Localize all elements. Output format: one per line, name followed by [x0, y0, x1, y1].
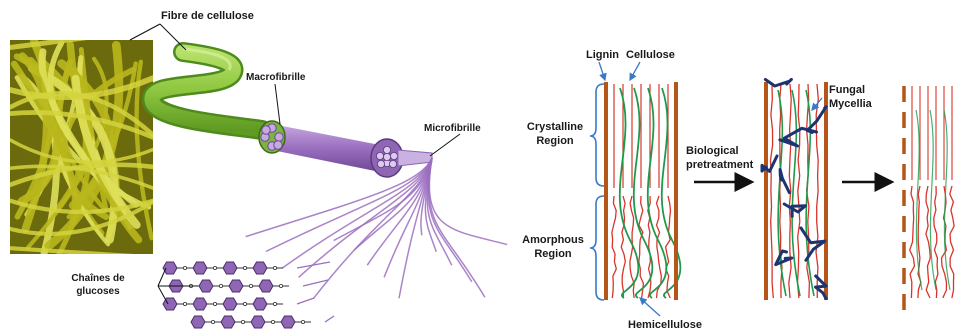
- glucose-chains-label-line2: glucoses: [76, 286, 120, 297]
- left-panel: Fibre de cellulose Macrofibrille Microfi…: [10, 10, 507, 328]
- cellulose-amorphous: [666, 196, 671, 298]
- oxygen-atom: [243, 266, 246, 269]
- microfibril-cross-section: [390, 152, 397, 159]
- glucose-unit: [229, 280, 243, 292]
- fungal-label-line2: Mycellia: [829, 98, 873, 110]
- intact-lignocellulose: [606, 82, 680, 300]
- cellulose-micrograph: [10, 29, 153, 258]
- oxygen-atom: [279, 284, 282, 287]
- fibril-cross-section: [262, 126, 270, 134]
- cellulose-fiber: [152, 49, 262, 130]
- glucose-unit: [253, 298, 267, 310]
- mycelium-hypha: [801, 228, 825, 260]
- region-brackets: [590, 84, 604, 300]
- oxygen-atom: [219, 284, 222, 287]
- fibril-cross-section: [275, 133, 283, 141]
- lignin-label: Lignin: [586, 49, 619, 61]
- macrofibril-label: Macrofibrille: [246, 72, 306, 83]
- oxygen-atom: [249, 284, 252, 287]
- fiber-label: Fibre de cellulose: [161, 10, 254, 22]
- microfibril-cross-section: [383, 146, 390, 153]
- oxygen-atom: [273, 266, 276, 269]
- glucose-unit: [259, 280, 273, 292]
- macrofibril-bundle: [259, 121, 380, 172]
- fibril-strand: [299, 158, 432, 277]
- cellulose-amorphous: [612, 196, 616, 298]
- fibril-cross-section: [274, 141, 282, 149]
- glucose-unit: [193, 262, 207, 274]
- microfibril-cross-section: [376, 152, 383, 159]
- microfibril-label: Microfibrille: [424, 123, 481, 134]
- cellulose-strand: [926, 186, 930, 298]
- glucose-unit: [253, 262, 267, 274]
- glucose-unit: [223, 298, 237, 310]
- right-panel: Lignin Cellulose Crystalline Region Amor…: [522, 49, 954, 331]
- crystalline-label-line2: Region: [536, 135, 574, 147]
- oxygen-atom: [213, 302, 216, 305]
- glucose-unit: [199, 280, 213, 292]
- pretreatment-label-line2: pretreatment: [686, 159, 754, 171]
- cellulose-strand: [910, 186, 915, 298]
- fibril-strand: [282, 158, 432, 268]
- crystalline-label-line1: Crystalline: [527, 121, 583, 133]
- cellulose-strand: [942, 186, 947, 298]
- cellulose-strand: [798, 84, 800, 298]
- glucose-unit: [251, 316, 265, 328]
- cellulose-strand: [950, 186, 954, 298]
- fungal-pretreatment-panel: [762, 79, 826, 300]
- oxygen-atom: [301, 320, 304, 323]
- cellulose-amorphous: [639, 196, 644, 298]
- fungal-label-line1: Fungal: [829, 84, 865, 96]
- glucose-unit: [193, 298, 207, 310]
- oxygen-atom: [183, 266, 186, 269]
- oxygen-atom: [183, 302, 186, 305]
- hemicellulose-strand: [944, 110, 950, 290]
- cellulose-label: Cellulose: [626, 49, 675, 61]
- hemicellulose-label: Hemicellulose: [628, 319, 702, 331]
- cellulose-strand: [771, 84, 774, 298]
- glucose-chains-label-line1: Chaînes de: [71, 273, 125, 284]
- oxygen-atom: [273, 302, 276, 305]
- fibril-strand: [266, 158, 432, 252]
- glucose-chains: [163, 262, 334, 328]
- fibril-strands: [246, 158, 507, 298]
- mycelium-hypha: [765, 79, 791, 86]
- glucose-unit: [221, 316, 235, 328]
- glucose-unit: [223, 262, 237, 274]
- oxygen-atom: [211, 320, 214, 323]
- pretreatment-label-line1: Biological: [686, 145, 739, 157]
- microfibril-cross-section: [389, 160, 396, 167]
- chain-link: [297, 298, 314, 304]
- oxygen-atom: [271, 320, 274, 323]
- amorphous-label-line2: Region: [534, 248, 572, 260]
- glucose-unit: [281, 316, 295, 328]
- pretreated-cellulose: [904, 86, 954, 310]
- fibril-strand: [246, 158, 432, 237]
- amorphous-label-line1: Amorphous: [522, 234, 584, 246]
- glucose-unit: [163, 262, 177, 274]
- microfibril-cross-section: [383, 153, 390, 160]
- chain-link: [297, 262, 330, 268]
- cellulose-strand: [816, 84, 818, 298]
- glucose-unit: [191, 316, 205, 328]
- mycelium-hypha: [780, 170, 789, 193]
- oxygen-atom: [213, 266, 216, 269]
- mycelium-hypha: [784, 204, 805, 216]
- chain-link: [325, 316, 334, 322]
- oxygen-atom: [243, 302, 246, 305]
- microfibril-cross-section: [377, 160, 384, 167]
- oxygen-atom: [241, 320, 244, 323]
